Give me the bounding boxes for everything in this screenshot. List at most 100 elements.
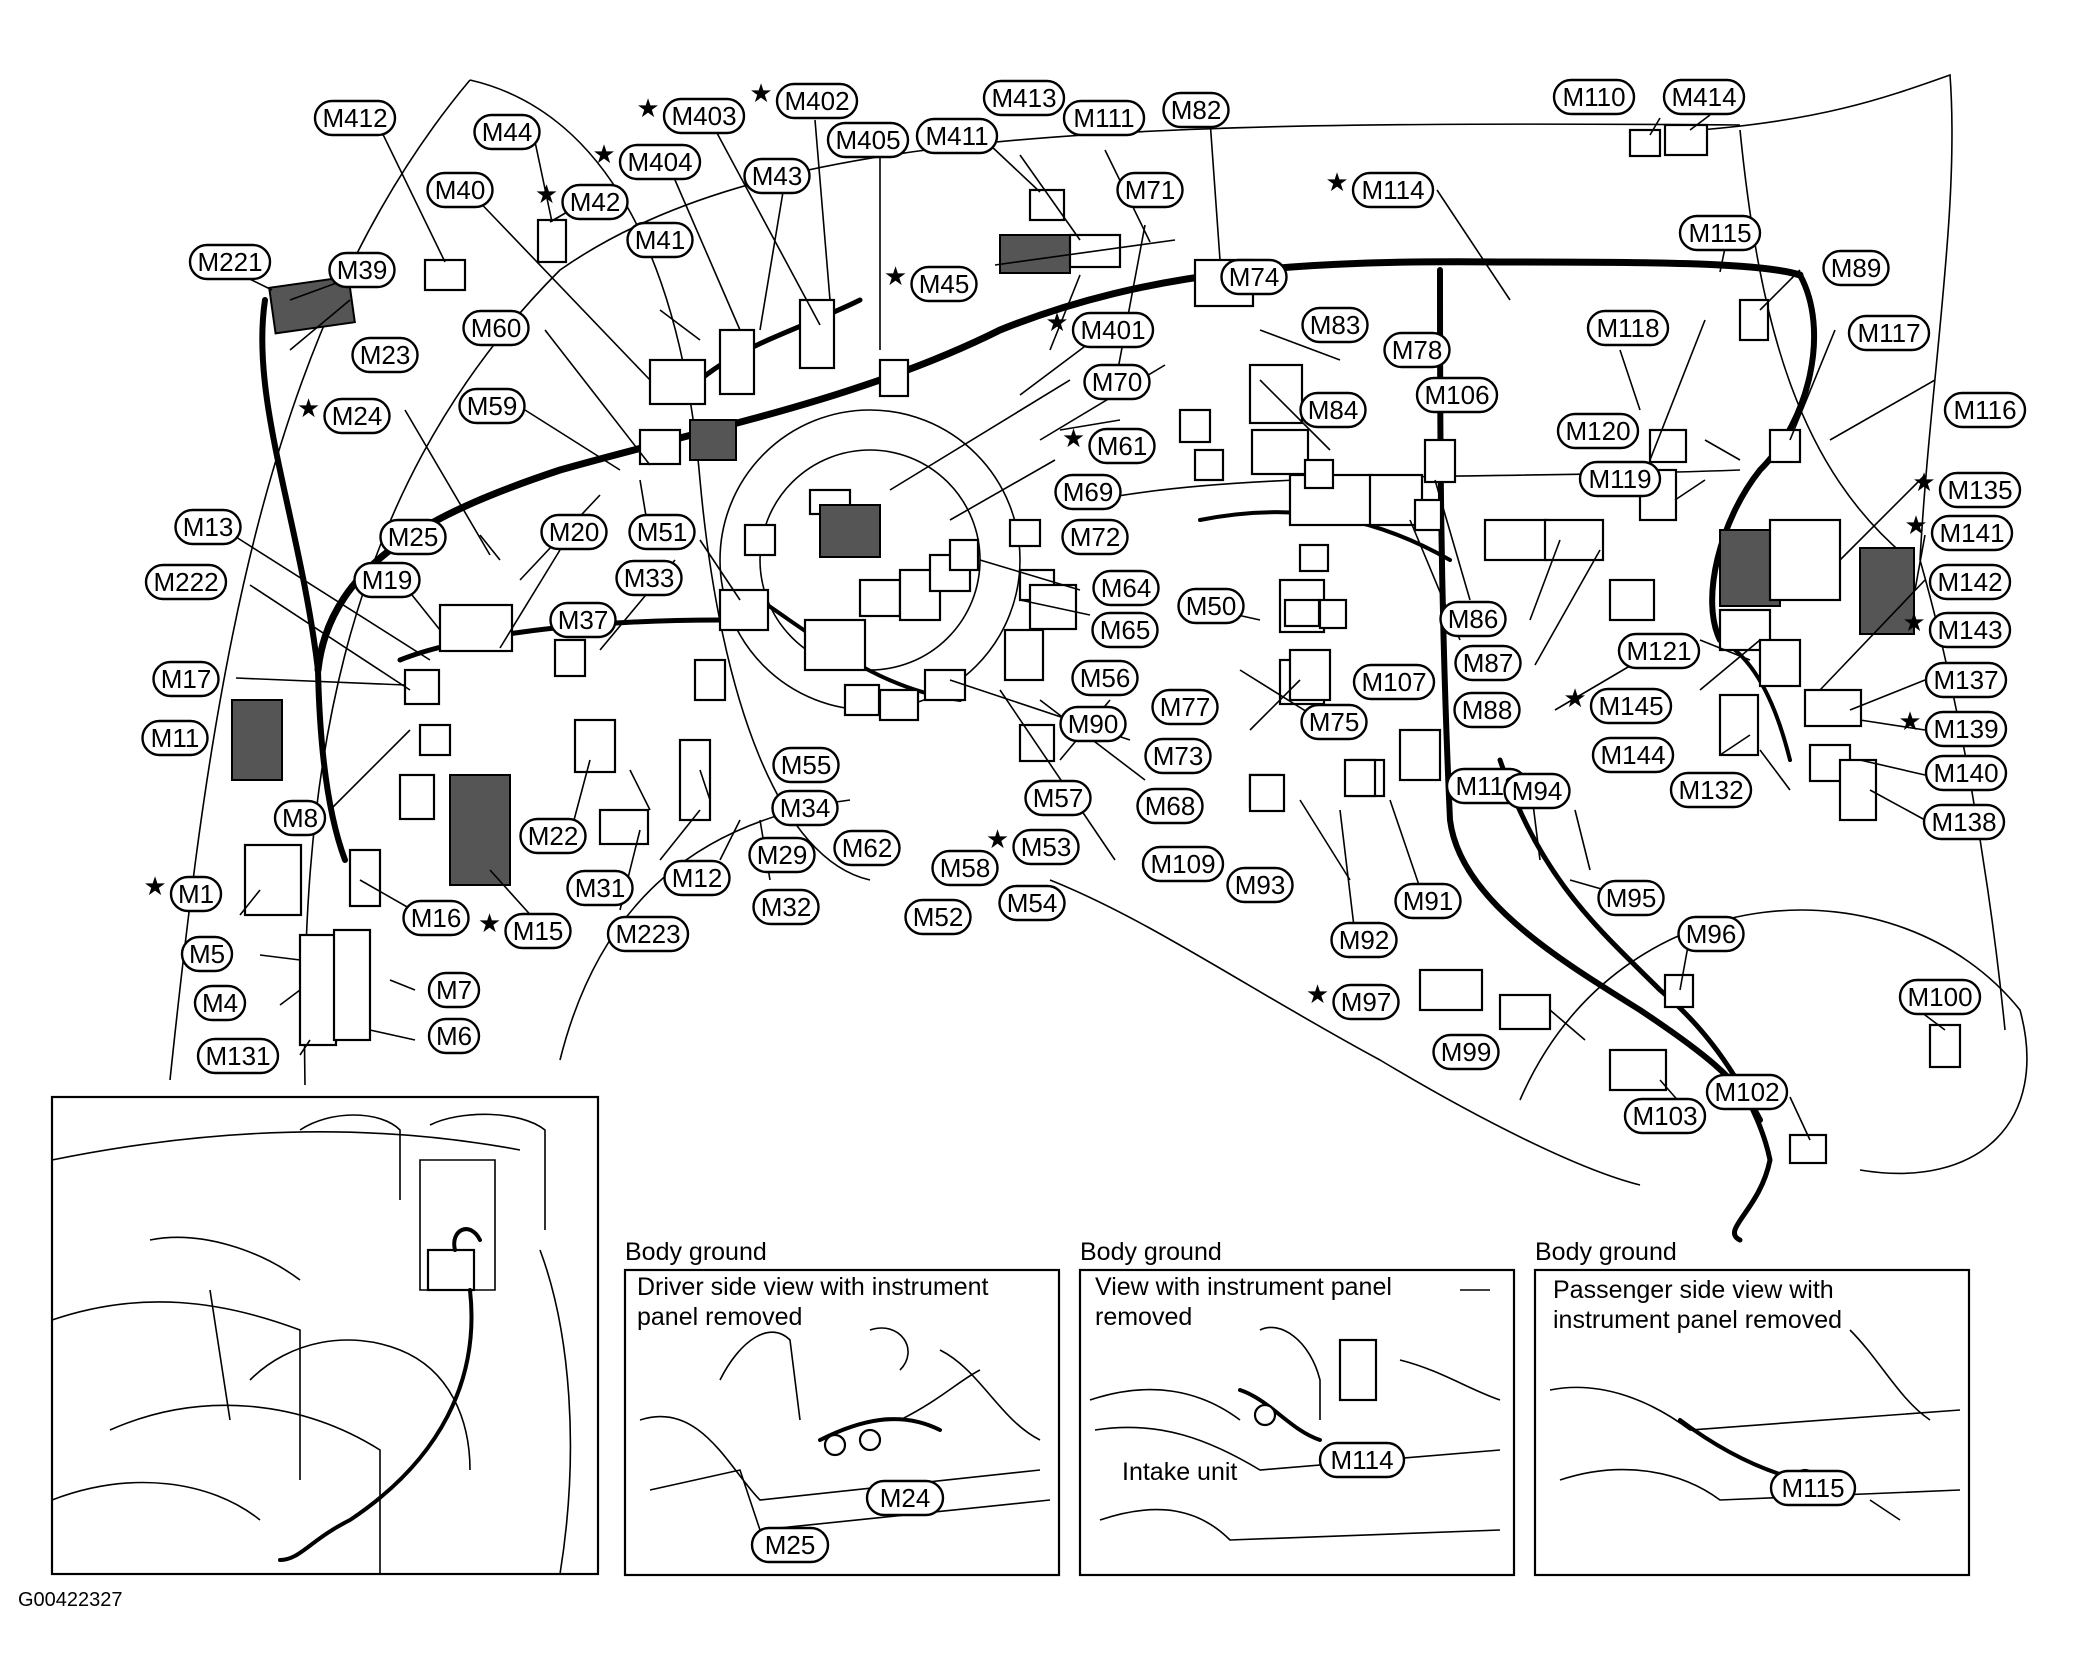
connector-label-m32: M32 — [752, 888, 820, 926]
connector-label-m5: M5 — [180, 935, 234, 973]
connector-label-m56: M56 — [1071, 659, 1139, 697]
connector-label-m41: M41 — [626, 221, 694, 259]
center-inset-caption-line1: View with instrument panel — [1095, 1273, 1392, 1301]
svg-text:M51: M51 — [637, 517, 688, 547]
connector-label-m116: M116 — [1943, 391, 2027, 429]
svg-text:M71: M71 — [1125, 175, 1176, 205]
connector-label-m71: M71 — [1116, 171, 1184, 209]
svg-text:M89: M89 — [1831, 253, 1882, 283]
star-marker-m97: ★ — [1306, 979, 1329, 1009]
svg-text:M7: M7 — [436, 975, 472, 1005]
svg-text:M135: M135 — [1947, 475, 2012, 505]
connector-label-m139: M139★ — [1898, 706, 2008, 748]
star-marker-m1: ★ — [143, 871, 166, 901]
svg-text:M115: M115 — [1688, 218, 1751, 248]
svg-text:M74: M74 — [1229, 262, 1280, 292]
connector-label-m34: M34 — [771, 789, 839, 827]
connector-label-m19: M19 — [353, 561, 421, 599]
svg-text:M77: M77 — [1160, 692, 1211, 722]
svg-text:M57: M57 — [1033, 783, 1084, 813]
connector-label-m17: M17 — [152, 660, 220, 698]
star-marker-m139: ★ — [1898, 706, 1921, 736]
connector-label-m29: M29 — [748, 836, 816, 874]
svg-text:M60: M60 — [471, 313, 522, 343]
connector-label-m86: M86 — [1439, 600, 1507, 638]
connector-label-m404: M404★ — [592, 139, 702, 181]
connector-label-m59: M59 — [458, 387, 526, 425]
connector-label-m24: M24★ — [297, 393, 391, 435]
center-inset-heading: Body ground — [1080, 1238, 1222, 1266]
connector-label-m50: M50 — [1177, 587, 1245, 625]
connector-label-m75: M75 — [1300, 703, 1368, 741]
connector-label-m93: M93 — [1226, 866, 1294, 904]
svg-text:M75: M75 — [1309, 707, 1360, 737]
svg-text:M82: M82 — [1171, 95, 1222, 125]
connector-label-m403: M403★ — [636, 93, 746, 135]
connector-label-m87: M87 — [1454, 644, 1522, 682]
connector-label-m53: M53★ — [986, 824, 1080, 866]
connector-label-m72: M72 — [1061, 518, 1129, 556]
svg-text:M33: M33 — [624, 563, 675, 593]
connector-label-m33: M33 — [615, 559, 683, 597]
svg-text:M88: M88 — [1462, 695, 1513, 725]
connector-label-m60: M60 — [462, 309, 530, 347]
svg-text:M11: M11 — [151, 723, 200, 753]
connector-label-m137: M137 — [1924, 661, 2008, 699]
svg-text:M119: M119 — [1588, 464, 1651, 494]
connector-label-m135: M135★ — [1912, 467, 2022, 509]
svg-text:M142: M142 — [1937, 567, 2002, 597]
connector-label-m92: M92 — [1330, 921, 1398, 959]
connector-label-m55: M55 — [772, 746, 840, 784]
driver-inset-heading: Body ground — [625, 1238, 767, 1266]
connector-label-m405: M405 — [826, 121, 910, 159]
connector-label-m145: M145★ — [1563, 683, 1673, 725]
svg-text:M403: M403 — [671, 101, 736, 131]
svg-text:M70: M70 — [1092, 367, 1143, 397]
svg-text:M140: M140 — [1933, 758, 1998, 788]
connector-label-m77: M77 — [1151, 688, 1219, 726]
connector-label-m132: M132 — [1669, 771, 1753, 809]
connector-label-m142: M142 — [1928, 563, 2012, 601]
star-marker-m143: ★ — [1902, 607, 1925, 637]
svg-text:M62: M62 — [842, 833, 893, 863]
svg-text:M143: M143 — [1937, 615, 2002, 645]
svg-text:M118: M118 — [1596, 313, 1659, 343]
svg-text:M102: M102 — [1714, 1077, 1779, 1107]
connector-label-m7: M7 — [427, 971, 481, 1009]
connector-label-m117: M117 — [1847, 314, 1931, 352]
inset-label-m25: M25 — [750, 1526, 830, 1564]
svg-text:M411: M411 — [925, 121, 988, 151]
connector-label-m15: M15★ — [478, 908, 572, 950]
svg-text:M93: M93 — [1235, 870, 1286, 900]
svg-text:M59: M59 — [467, 391, 518, 421]
star-marker-m141: ★ — [1904, 510, 1927, 540]
connector-label-m402: M402★ — [749, 78, 859, 120]
connector-label-m62: M62 — [833, 829, 901, 867]
svg-text:M86: M86 — [1448, 604, 1499, 634]
svg-text:M97: M97 — [1341, 987, 1392, 1017]
connector-label-m91: M91 — [1394, 882, 1462, 920]
svg-text:M401: M401 — [1080, 315, 1145, 345]
svg-text:M65: M65 — [1100, 615, 1151, 645]
svg-text:M402: M402 — [784, 86, 849, 116]
connector-label-m88: M88 — [1453, 691, 1521, 729]
svg-text:M99: M99 — [1441, 1037, 1492, 1067]
center-inset — [1078, 1268, 1516, 1577]
svg-text:M87: M87 — [1463, 648, 1514, 678]
connector-label-m106: M106 — [1415, 376, 1499, 414]
connector-label-m78: M78 — [1383, 331, 1451, 369]
connector-label-m111: M111 — [1062, 99, 1146, 137]
svg-text:M413: M413 — [991, 83, 1056, 113]
rear-seat-inset — [50, 1095, 600, 1576]
svg-text:M114: M114 — [1330, 1445, 1393, 1475]
svg-text:M69: M69 — [1063, 477, 1114, 507]
connector-label-m64: M64 — [1092, 569, 1160, 607]
passenger-inset-heading: Body ground — [1535, 1238, 1677, 1266]
svg-text:M24: M24 — [880, 1483, 931, 1513]
svg-text:M73: M73 — [1153, 741, 1204, 771]
connector-label-m144: M144 — [1591, 736, 1675, 774]
svg-text:M94: M94 — [1512, 776, 1563, 806]
svg-text:M50: M50 — [1186, 591, 1237, 621]
svg-text:M44: M44 — [482, 117, 533, 147]
svg-text:M37: M37 — [558, 605, 609, 635]
